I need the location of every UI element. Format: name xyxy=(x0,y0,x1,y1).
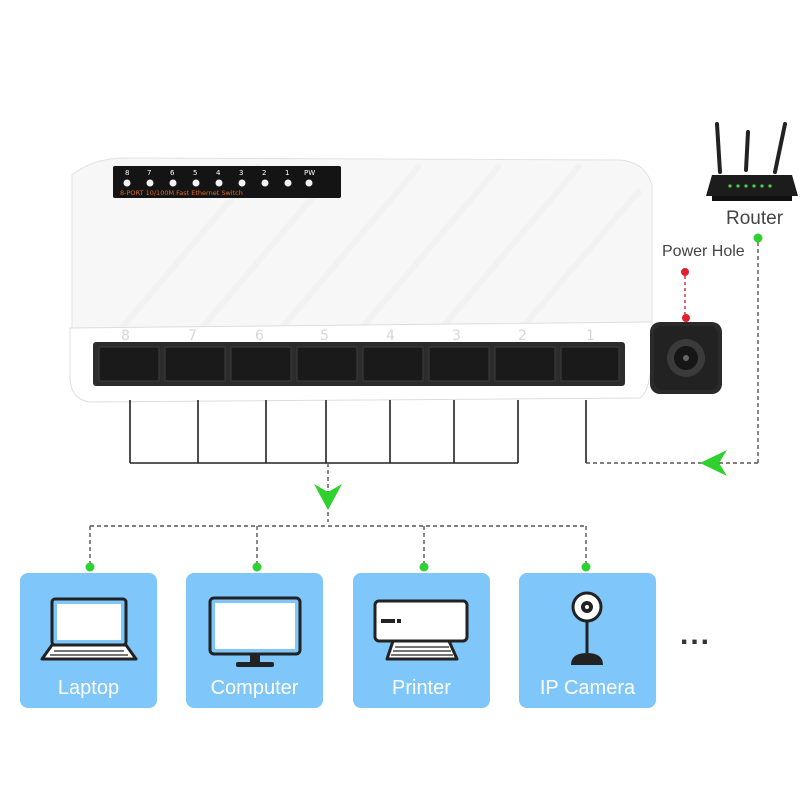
led-indicator xyxy=(169,179,177,187)
port-number: 6 xyxy=(255,328,264,344)
power-hole-label: Power Hole xyxy=(662,243,745,260)
ethernet-ports xyxy=(98,346,620,382)
led-label: 1 xyxy=(285,169,289,177)
led-label: 5 xyxy=(193,169,197,177)
device-card-printer: Printer xyxy=(353,573,490,708)
led-indicator xyxy=(305,179,313,187)
power-dot-bottom xyxy=(682,314,690,322)
led-label: 4 xyxy=(216,169,221,177)
laptop-icon xyxy=(40,597,138,661)
led-label: 8 xyxy=(125,169,129,177)
port-number: 2 xyxy=(518,328,527,344)
power-dot-top xyxy=(681,268,689,276)
port-number: 5 xyxy=(320,328,329,344)
connection-dot xyxy=(419,562,429,572)
port-number: 7 xyxy=(188,328,197,344)
switch-model-text: 8-PORT 10/100M Fast Ethernet Switch xyxy=(120,189,243,197)
device-label: IP Camera xyxy=(539,677,636,699)
router-dot xyxy=(753,233,763,243)
port-number: 4 xyxy=(386,328,395,344)
led-indicator xyxy=(215,179,223,187)
more-devices-ellipsis: ... xyxy=(680,618,712,651)
led-label: PW xyxy=(304,169,315,177)
down-arrow xyxy=(314,484,342,510)
device-label: Computer xyxy=(210,677,299,699)
monitor-icon xyxy=(208,596,302,667)
port-number: 8 xyxy=(121,328,130,344)
led-label: 6 xyxy=(170,169,175,177)
led-indicator xyxy=(192,179,200,187)
port-number-labels: 8 7 6 5 4 3 2 1 xyxy=(121,328,595,344)
device-card-computer: Computer xyxy=(186,573,323,708)
device-card-ip-camera: IP Camera xyxy=(519,573,656,708)
downlink-connector xyxy=(85,463,591,572)
ethernet-switch: 8 7 6 5 4 3 2 1 8 7 6 5 4 3 2 1 PW xyxy=(69,157,653,403)
led-indicator xyxy=(284,179,292,187)
led-indicator xyxy=(261,179,269,187)
led-label: 3 xyxy=(239,169,243,177)
connection-dot xyxy=(85,562,95,572)
router-icon xyxy=(706,122,798,201)
left-arrow xyxy=(700,450,727,476)
port-number: 1 xyxy=(586,328,595,344)
port-number: 3 xyxy=(452,328,461,344)
port-cables xyxy=(129,400,587,464)
device-card-laptop: Laptop xyxy=(20,573,157,708)
led-indicator xyxy=(123,179,131,187)
router-connector xyxy=(586,233,763,476)
led-label: 2 xyxy=(262,169,266,177)
device-label: Printer xyxy=(392,677,451,699)
connection-dot xyxy=(581,562,591,572)
led-indicator xyxy=(238,179,246,187)
connection-dot xyxy=(252,562,262,572)
device-label: Laptop xyxy=(57,677,120,699)
led-panel: 8 7 6 5 4 3 2 1 PW 8-PORT 10/100M Fast E… xyxy=(113,166,341,198)
router-label: Router xyxy=(726,208,784,229)
led-label: 7 xyxy=(147,169,151,177)
led-indicator xyxy=(146,179,154,187)
power-hole xyxy=(650,268,722,394)
printer-icon xyxy=(373,599,469,661)
camera-icon xyxy=(571,591,603,665)
